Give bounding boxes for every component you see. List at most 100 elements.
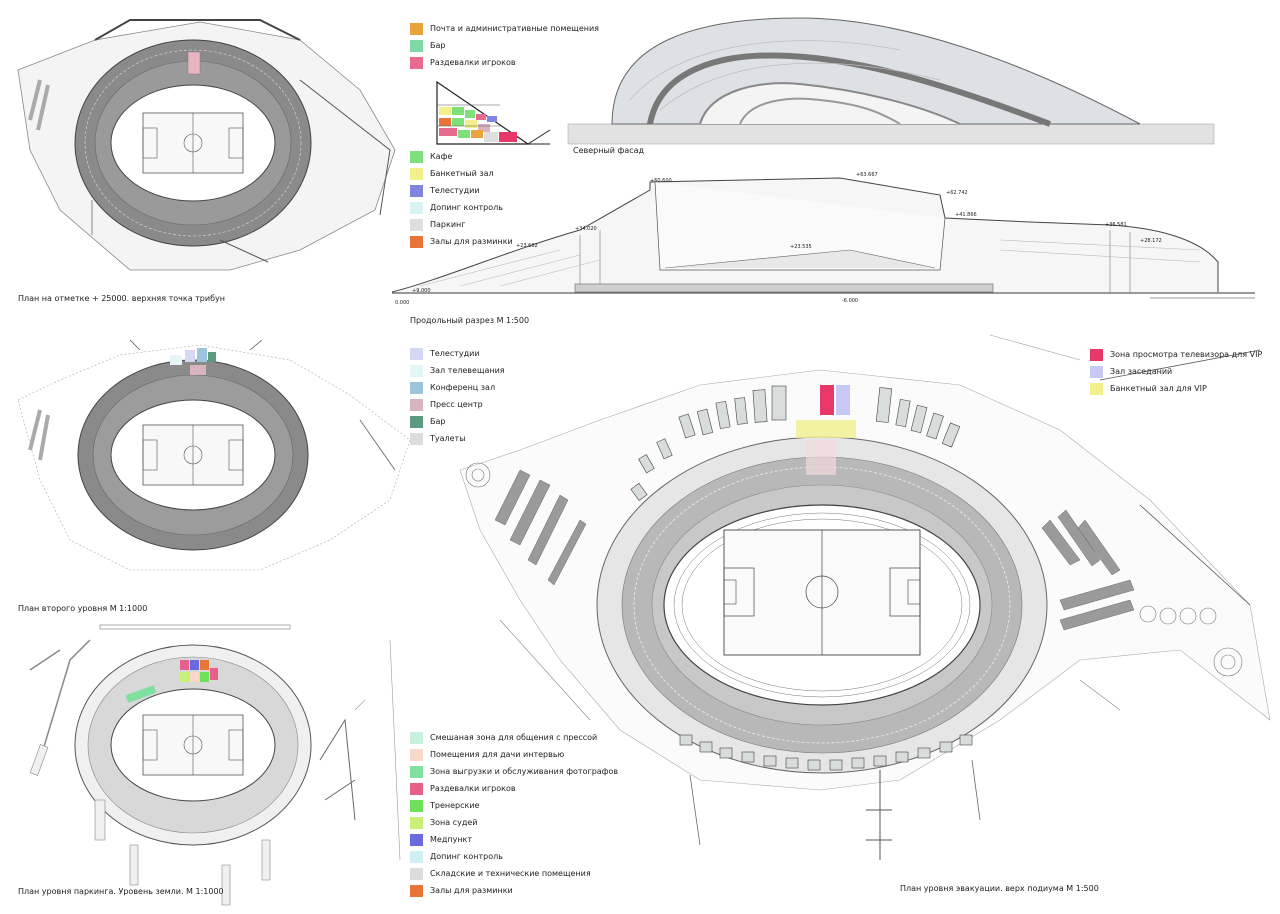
elevation-mark: +23.535: [790, 244, 812, 250]
legend-item: Допинг контроль: [410, 848, 618, 865]
legend-label: Телестудии: [430, 349, 480, 358]
legend-swatch: [410, 218, 423, 231]
caption-plan-second: План второго уровня М 1:1000: [18, 604, 148, 613]
legend-label: Туалеты: [430, 434, 466, 443]
legend-item: Зона судей: [410, 814, 618, 831]
elevation-mark: +63.667: [856, 172, 878, 178]
legend-item: Зал заседаний: [1090, 363, 1262, 380]
legend-swatch: [410, 884, 423, 897]
legend-label: Паркинг: [430, 220, 466, 229]
legend-item: Складские и технические помещения: [410, 865, 618, 882]
legend-swatch: [410, 833, 423, 846]
legend-swatch: [410, 850, 423, 863]
legend-item: Зона выгрузки и обслуживания фотографов: [410, 763, 618, 780]
legend-label: Залы для разминки: [430, 886, 513, 895]
legend-label: Зона просмотра телевизора для VIP: [1110, 350, 1263, 359]
legend-item: Бар: [410, 37, 599, 54]
legend-label: Банкетный зал для VIP: [1110, 384, 1207, 393]
legend-label: Зал телевещания: [430, 366, 505, 375]
legend-item: Телестудии: [410, 345, 505, 362]
legend-item: Почта и административные помещения: [410, 20, 599, 37]
legend-swatch: [410, 432, 423, 445]
legend-item: Конференц зал: [410, 379, 505, 396]
legend-label: Допинг контроль: [430, 203, 503, 212]
elevation-mark: 0.000: [395, 300, 410, 306]
plan-second-drawing: [17, 339, 411, 571]
legend-label: Складские и технические помещения: [430, 869, 591, 878]
legend-label: Медпункт: [430, 835, 473, 844]
legend-swatch: [410, 235, 423, 248]
legend-item: Смешаная зона для общения с прессой: [410, 729, 618, 746]
legend-swatch: [410, 816, 423, 829]
legend-swatch: [1090, 348, 1103, 361]
caption-plan-evacuation: План уровня эвакуации. верх подиума М 1:…: [900, 884, 1099, 893]
legend-label: Пресс центр: [430, 400, 483, 409]
legend-item: Залы для разминки: [410, 882, 618, 899]
legend-label: Смешаная зона для общения с прессой: [430, 733, 598, 742]
elevation-mark: +9.000: [412, 288, 431, 294]
legend-item: Раздевалки игроков: [410, 54, 599, 71]
legend-top: Почта и административные помещения Бар Р…: [410, 20, 599, 71]
legend-swatch: [1090, 382, 1103, 395]
legend-vip: Зона просмотра телевизора для VIP Зал за…: [1090, 346, 1262, 397]
legend-swatch: [410, 22, 423, 35]
longitudinal-section-drawing: [391, 177, 1255, 299]
legend-label: Зал заседаний: [1110, 367, 1173, 376]
legend-swatch: [410, 150, 423, 163]
elevation-mark: +41.866: [955, 212, 977, 218]
small-section-diagram: [436, 80, 551, 145]
legend-label: Раздевалки игроков: [430, 784, 516, 793]
legend-label: Банкетный зал: [430, 169, 494, 178]
caption-section: Продольный разрез М 1:500: [410, 316, 530, 325]
legend-item: Пресс центр: [410, 396, 505, 413]
legend-swatch: [410, 201, 423, 214]
legend-swatch: [410, 765, 423, 778]
legend-label: Помещения для дачи интервью: [430, 750, 565, 759]
elevation-mark: +28.172: [1140, 238, 1162, 244]
plan-parking-drawing: [29, 624, 401, 906]
legend-item: Банкетный зал: [410, 165, 513, 182]
legend-label: Кафе: [430, 152, 453, 161]
legend-label: Допинг контроль: [430, 852, 503, 861]
legend-swatch: [410, 748, 423, 761]
legend-item: Бар: [410, 413, 505, 430]
legend-item: Залы для разминки: [410, 233, 513, 250]
legend-parking: Смешаная зона для общения с прессой Поме…: [410, 729, 618, 899]
plan-top-drawing: [17, 19, 396, 271]
legend-swatch: [1090, 365, 1103, 378]
legend-item: Раздевалки игроков: [410, 780, 618, 797]
legend-swatch: [410, 184, 423, 197]
elevation-mark: +36.581: [1105, 222, 1127, 228]
elevation-mark: +62.742: [946, 190, 968, 196]
legend-item: Зал телевещания: [410, 362, 505, 379]
legend-item: Помещения для дачи интервью: [410, 746, 618, 763]
legend-item: Паркинг: [410, 216, 513, 233]
legend-swatch: [410, 782, 423, 795]
legend-label: Залы для разминки: [430, 237, 513, 246]
legend-label: Бар: [430, 417, 446, 426]
caption-plan-top: План на отметке + 25000. верхняя точка т…: [18, 294, 225, 303]
legend-label: Зона выгрузки и обслуживания фотографов: [430, 767, 619, 776]
legend-label: Телестудии: [430, 186, 480, 195]
legend-item: Тренерские: [410, 797, 618, 814]
elevation-mark: +23.662: [516, 243, 538, 249]
legend-item: Зона просмотра телевизора для VIP: [1090, 346, 1262, 363]
legend-item: Допинг контроль: [410, 199, 513, 216]
north-facade-drawing: [567, 17, 1215, 145]
legend-mid: Кафе Банкетный зал Телестудии Допинг кон…: [410, 148, 513, 250]
legend-swatch: [410, 867, 423, 880]
legend-label: Конференц зал: [430, 383, 496, 392]
legend-label: Бар: [430, 41, 446, 50]
legend-swatch: [410, 398, 423, 411]
legend-label: Почта и административные помещения: [430, 24, 599, 33]
legend-item: Банкетный зал для VIP: [1090, 380, 1262, 397]
caption-facade: Северный фасад: [573, 146, 645, 155]
legend-swatch: [410, 364, 423, 377]
legend-item: Медпункт: [410, 831, 618, 848]
legend-swatch: [410, 39, 423, 52]
caption-plan-parking: План уровня паркинга. Уровень земли. М 1…: [18, 887, 224, 896]
elevation-mark: -6.000: [842, 298, 859, 304]
legend-swatch: [410, 56, 423, 69]
legend-swatch: [410, 347, 423, 360]
